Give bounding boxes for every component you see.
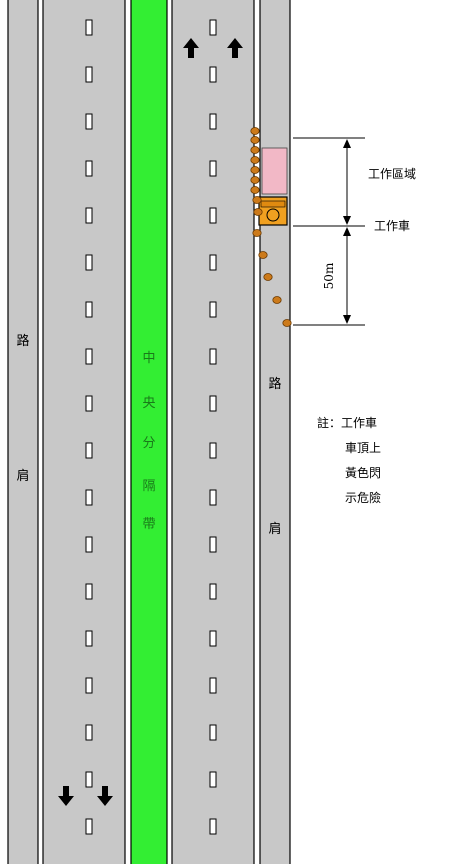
svg-text:示危險: 示危險 (345, 490, 381, 505)
svg-text:分: 分 (142, 436, 155, 451)
lane-dash (85, 160, 93, 177)
down-arrows (58, 786, 113, 806)
down-arrow-icon (97, 786, 113, 806)
lane-dash (209, 677, 217, 694)
lane-dash (209, 301, 217, 318)
lane-markings-left (85, 19, 93, 835)
lane-dash (209, 254, 217, 271)
lane-dash (85, 536, 93, 553)
lane-dash (85, 207, 93, 224)
lane-dash (85, 301, 93, 318)
lane-dash (85, 771, 93, 788)
traffic-cone (253, 208, 263, 216)
svg-text:央: 央 (142, 396, 155, 411)
lane-dash (209, 19, 217, 36)
traffic-cone (250, 146, 260, 154)
traffic-cone (250, 166, 260, 174)
lane-dash (85, 818, 93, 835)
lane-dash (209, 348, 217, 365)
lane-markings-right (209, 19, 217, 835)
lane-dash (209, 442, 217, 459)
svg-text:肩: 肩 (16, 468, 29, 484)
down-arrow-icon (58, 786, 74, 806)
traffic-cone (250, 136, 260, 144)
traffic-cone (250, 156, 260, 164)
lane-dash (85, 348, 93, 365)
edge-lines (7, 0, 291, 864)
traffic-cone (272, 296, 282, 304)
work-vehicle (258, 196, 288, 226)
median-strip (131, 0, 167, 864)
traffic-cone (258, 251, 268, 259)
lane-dash (209, 583, 217, 600)
svg-text:車頂上: 車頂上 (345, 441, 381, 455)
traffic-cone (252, 196, 262, 204)
left-carriageway (43, 0, 125, 864)
lane-dash (85, 583, 93, 600)
lane-dash (209, 771, 217, 788)
svg-text:中: 中 (142, 351, 155, 366)
lane-dash (209, 489, 217, 506)
traffic-cone (250, 186, 260, 194)
lane-dash (209, 160, 217, 177)
lane-dash (85, 677, 93, 694)
lane-dash (209, 66, 217, 83)
lane-dash (209, 724, 217, 741)
dimension-lines (293, 137, 365, 326)
lane-dash (209, 113, 217, 130)
lane-dash (209, 536, 217, 553)
lane-dash (85, 442, 93, 459)
distance-label: 50m (322, 262, 336, 289)
lane-dash (209, 630, 217, 647)
note: 註：工作車 車頂上 黃色閃 示危險 (317, 416, 381, 505)
left-shoulder-label: 路 肩 (16, 333, 29, 484)
up-arrows (183, 38, 243, 58)
left-shoulder (8, 0, 38, 864)
lane-dash (85, 395, 93, 412)
right-shoulder (260, 0, 290, 864)
lane-dash (85, 724, 93, 741)
svg-text:肩: 肩 (268, 521, 281, 537)
work-area-label: 工作區域 (368, 167, 416, 181)
up-arrow-icon (227, 38, 243, 58)
roadway (7, 0, 291, 864)
lane-dash (209, 207, 217, 224)
lane-dash (85, 630, 93, 647)
traffic-cone (250, 176, 260, 184)
svg-text:帶: 帶 (142, 517, 155, 532)
lane-dash (209, 818, 217, 835)
svg-text:隔: 隔 (142, 479, 155, 494)
up-arrow-icon (183, 38, 199, 58)
right-shoulder-label: 路 肩 (268, 376, 281, 537)
svg-text:註：工作車: 註：工作車 (317, 416, 377, 430)
traffic-cone (250, 127, 260, 135)
traffic-cone (282, 319, 292, 327)
lane-dash (85, 254, 93, 271)
lane-dash (209, 395, 217, 412)
lane-dash (85, 66, 93, 83)
svg-text:路: 路 (268, 376, 281, 392)
svg-text:路: 路 (16, 333, 29, 349)
traffic-cone (263, 273, 273, 281)
dimension-arrowheads (343, 139, 351, 324)
work-area (261, 147, 288, 195)
lane-dash (85, 19, 93, 36)
lane-dash (85, 489, 93, 506)
lane-dash (85, 113, 93, 130)
traffic-cones (250, 127, 292, 327)
svg-text:黃色閃: 黃色閃 (345, 466, 381, 480)
work-vehicle-label: 工作車 (374, 219, 410, 233)
median-label: 中 央 分 隔 帶 (142, 351, 155, 532)
right-carriageway (172, 0, 254, 864)
traffic-cone (252, 229, 262, 237)
